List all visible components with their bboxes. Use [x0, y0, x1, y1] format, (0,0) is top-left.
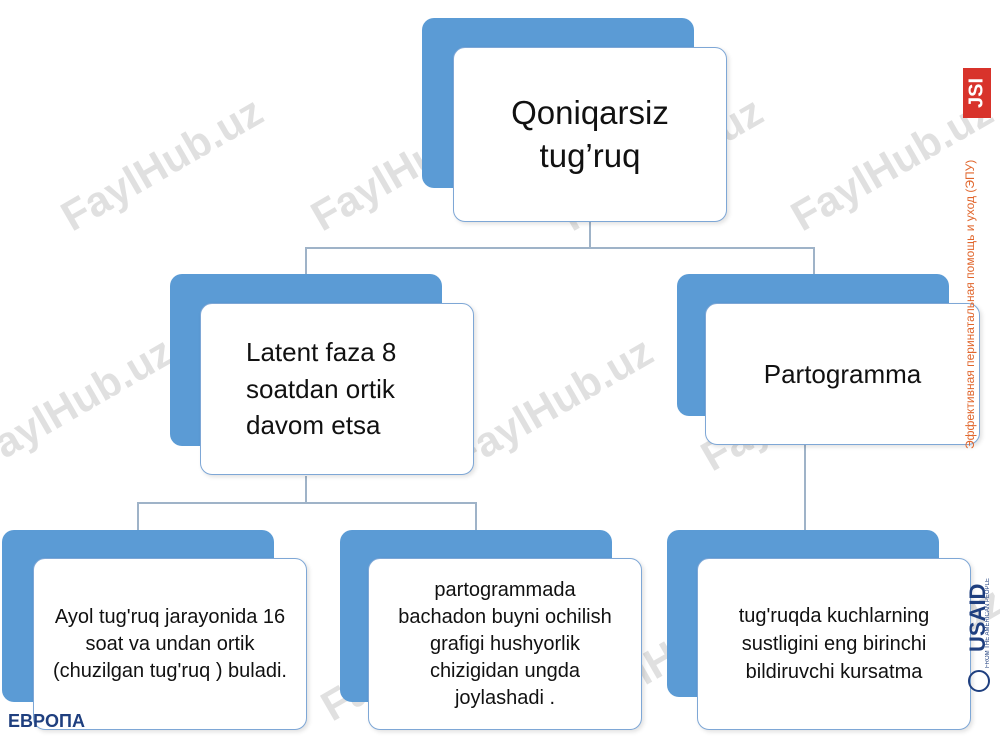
connector	[137, 502, 139, 530]
root-node: Qoniqarsiz tug’ruq	[453, 47, 727, 222]
connector	[475, 502, 477, 530]
leaf2-node: partogrammada bachadon buyni ochilish gr…	[368, 558, 642, 730]
bottom-left-logo-text: EBPOПА	[8, 711, 85, 731]
watermark: FaylHub.uz	[0, 327, 181, 480]
leaf1-node: Ayol tug'ruq jarayonida 16 soat va undan…	[33, 558, 307, 730]
left-node-label: Latent faza 8 soatdan ortik davom etsa	[246, 337, 397, 441]
connector	[305, 247, 307, 275]
connector	[305, 247, 815, 249]
leaf1-node-label: Ayol tug'ruq jarayonida 16 soat va undan…	[53, 605, 287, 682]
leaf3-node: tug'ruqda kuchlarning sustligini eng bir…	[697, 558, 971, 730]
leaf2-node-label: partogrammada bachadon buyni ochilish gr…	[398, 578, 612, 709]
root-node-label: Qoniqarsiz tug’ruq	[511, 93, 669, 174]
right-node-label: Partogramma	[763, 358, 922, 389]
connector	[589, 220, 591, 248]
usaid-seal-icon	[968, 670, 990, 692]
connector	[305, 476, 307, 503]
leaf3-node-label: tug'ruqda kuchlarning sustligini eng bir…	[738, 605, 930, 683]
watermark: FaylHub.uz	[53, 87, 271, 240]
watermark: FaylHub.uz	[443, 327, 661, 480]
connector	[813, 247, 815, 275]
connector	[137, 502, 477, 504]
connector	[804, 445, 806, 531]
right-node: Partogramma	[705, 303, 980, 445]
jsi-logo: JSI	[963, 68, 991, 118]
left-node: Latent faza 8 soatdan ortik davom etsa	[200, 303, 474, 475]
side-vertical-text: Эффективная перинатальная помощь и уход …	[963, 160, 977, 450]
usaid-tagline: FROM THE AMERICAN PEOPLE	[985, 578, 991, 668]
